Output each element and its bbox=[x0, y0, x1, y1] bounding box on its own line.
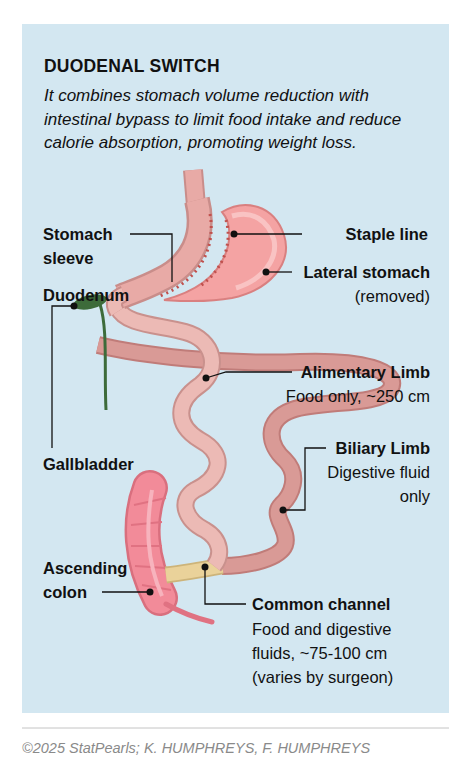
alimentary-limb-outline bbox=[118, 308, 219, 566]
leader-line bbox=[283, 448, 326, 510]
leader-dot bbox=[280, 507, 287, 514]
diagram-title: DUODENAL SWITCH bbox=[44, 55, 444, 77]
leader-dot bbox=[202, 564, 209, 571]
appendix bbox=[166, 604, 212, 622]
common-channel bbox=[166, 566, 222, 575]
part-note: Digestive fluid only bbox=[304, 460, 430, 508]
sleeve-outline bbox=[120, 200, 200, 297]
common-channel-outline bbox=[166, 566, 222, 575]
leader-line bbox=[130, 234, 172, 282]
leader-dot bbox=[203, 375, 210, 382]
diagram-caption: It combines stomach volume reduction wit… bbox=[44, 84, 436, 155]
colon-highlight bbox=[148, 490, 162, 596]
bile-duct bbox=[100, 304, 106, 410]
sleeve-staple-line bbox=[160, 214, 211, 296]
stomach-highlight bbox=[232, 214, 275, 288]
stomach-sleeve bbox=[120, 200, 200, 297]
part-note: Food only, ~250 cm bbox=[270, 384, 430, 408]
copyright-note: ©2025 StatPearls; K. HUMPHREYS, F. HUMPH… bbox=[22, 736, 370, 760]
part-label: Lateral stomach bbox=[296, 260, 430, 284]
alimentary-limb bbox=[118, 308, 219, 566]
part-label: Alimentary Limb bbox=[296, 360, 430, 384]
panel-background bbox=[22, 24, 449, 713]
leader-line bbox=[52, 306, 74, 448]
part-label: Staple line bbox=[304, 222, 428, 246]
part-note: Food and digestive fluids, ~75-100 cm (v… bbox=[252, 617, 420, 689]
part-label: Duodenum bbox=[43, 283, 129, 307]
leader-line bbox=[205, 567, 246, 604]
part-label: Common channel bbox=[252, 592, 390, 616]
part-label: Stomach sleeve bbox=[43, 222, 125, 270]
part-label: Gallbladder bbox=[43, 452, 134, 476]
leader-line bbox=[206, 372, 292, 378]
footer-rule bbox=[22, 728, 449, 729]
leader-dot bbox=[147, 589, 154, 596]
leader-dot bbox=[231, 231, 238, 238]
leader-line bbox=[234, 233, 302, 234]
part-label: Biliary Limb bbox=[328, 436, 430, 460]
leader-line bbox=[266, 271, 292, 272]
leader-dot bbox=[263, 269, 270, 276]
part-note: (removed) bbox=[296, 284, 430, 308]
part-label: Ascending colon bbox=[43, 556, 141, 604]
leader-line bbox=[102, 591, 150, 592]
